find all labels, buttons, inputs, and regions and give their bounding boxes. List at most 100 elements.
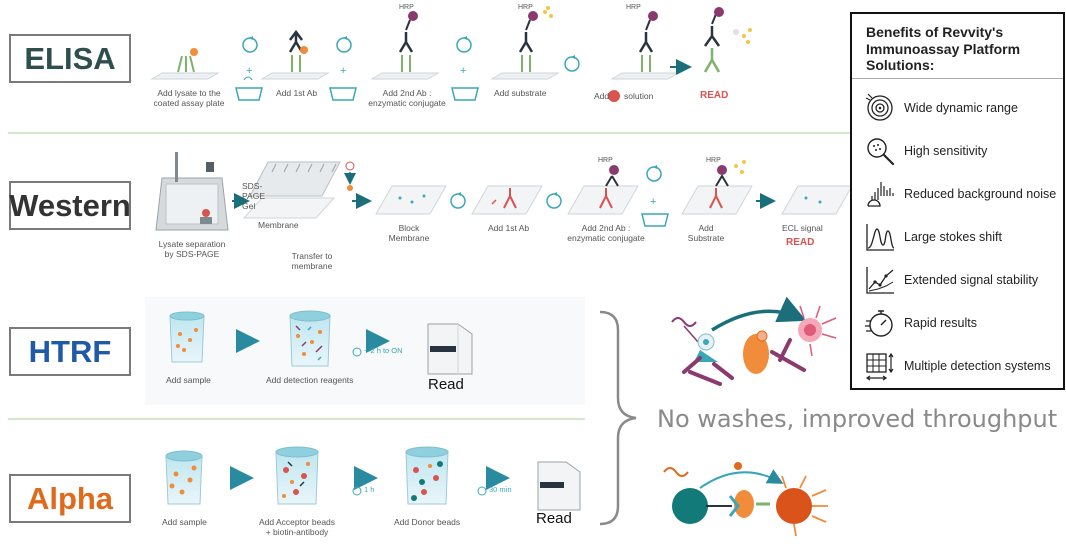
benefit-item: Wide dynamic range — [864, 91, 1064, 125]
hrp-label: HRP — [399, 4, 414, 11]
benefit-label: Reduced background noise — [904, 187, 1057, 201]
western-step-substrate: Add Substrate — [687, 223, 725, 243]
alpha-plate-reader — [537, 461, 581, 511]
western-membrane-ab1 — [471, 185, 543, 215]
benefit-item: Multiple detection systems — [864, 349, 1064, 383]
alpha-well-3 — [405, 446, 449, 505]
elisa-label: ELISA — [9, 34, 131, 83]
western-gel-tank — [155, 152, 229, 231]
hrp-label: HRP — [518, 4, 533, 11]
elisa-wash-cycle-1: + — [235, 36, 263, 101]
benefits-panel: Benefits of Revvity's Immunoassay Platfo… — [850, 12, 1065, 390]
alpha-timer-icon-1 — [352, 486, 362, 496]
benefit-item: High sensitivity — [864, 134, 1064, 168]
western-wash-cycle-1 — [450, 192, 466, 209]
alpha-step-donor: Add Donor beads — [394, 517, 461, 527]
elisa-step-2nd-ab: Add 2nd Ab : enzymatic conjugate — [368, 88, 446, 108]
line-graph-icon — [866, 267, 894, 294]
elisa-step-lysate: Add lysate to the coated assay plate — [153, 88, 225, 108]
htrf-plate-reader — [427, 323, 473, 375]
alpha-incubation-1: 1 h — [364, 485, 375, 494]
htrf-step-sample: Add sample — [166, 375, 211, 385]
elisa-read-antibody — [703, 7, 752, 73]
htrf-timer-icon — [352, 347, 362, 357]
alpha-read: Read — [536, 510, 572, 527]
western-step-gel: SDS-PAGE Gel — [242, 181, 265, 211]
svg-text:+: + — [460, 65, 466, 77]
plate-grid-icon — [865, 352, 894, 381]
hrp-label: HRP — [598, 157, 613, 164]
elisa-plate-2 — [260, 29, 330, 80]
benefit-item: Rapid results — [864, 306, 1064, 340]
benefit-label: High sensitivity — [904, 144, 988, 158]
htrf-label: HTRF — [9, 327, 131, 376]
benefit-item: Extended signal stability — [864, 263, 1064, 297]
alpha-timer-icon-2 — [477, 486, 487, 496]
svg-text:+: + — [246, 65, 252, 77]
benefit-label: Multiple detection systems — [904, 359, 1051, 373]
elisa-wash-cycle-4 — [564, 55, 580, 72]
western-gel-membrane — [242, 161, 356, 219]
western-membrane-ecl — [781, 185, 853, 215]
western-membrane-block — [375, 185, 447, 215]
western-step-1st-ab: Add 1st Ab — [488, 223, 530, 233]
benefit-label: Large stokes shift — [904, 230, 1002, 244]
western-wash-cycle-3: + — [641, 165, 669, 227]
spectrum-peaks-icon — [866, 224, 895, 251]
htrf-step-reagents: Add detection reagents — [266, 375, 354, 385]
elisa-step-stop: Add — [594, 91, 610, 101]
benefit-label: Extended signal stability — [904, 273, 1039, 287]
western-label: Western — [9, 181, 131, 230]
western-step-block: Block Membrane — [388, 223, 430, 243]
alpha-step-acceptor: Add Acceptor beads + biotin-antibody — [258, 517, 336, 537]
svg-text:+: + — [650, 196, 656, 208]
elisa-plate-5 — [610, 11, 680, 80]
benefit-item: Large stokes shift — [864, 220, 1064, 254]
elisa-step-substrate: Add substrate — [494, 88, 547, 98]
western-step-membrane: Membrane — [258, 220, 299, 230]
no-wash-tagline: No washes, improved throughput — [657, 405, 1058, 433]
soundwave-icon — [867, 182, 894, 207]
elisa-step-solution: solution — [624, 91, 654, 101]
htrf-well-1 — [169, 311, 205, 363]
alpha-mechanism-icon — [663, 462, 828, 537]
magnifier-icon — [867, 138, 895, 166]
benefit-label: Rapid results — [904, 316, 977, 330]
stop-solution-icon — [608, 90, 620, 102]
htrf-mechanism-icon — [671, 296, 837, 386]
elisa-plate-1 — [150, 48, 220, 80]
alpha-well-2 — [275, 446, 319, 505]
western-read: READ — [786, 237, 815, 248]
htrf-well-2 — [289, 310, 331, 367]
elisa-plate-3 — [370, 11, 440, 80]
elisa-plate-4 — [490, 6, 560, 80]
no-wash-brace-icon — [599, 310, 637, 526]
western-membrane-ab2 — [567, 165, 639, 215]
western-step-lysate: Lysate separation by SDS-PAGE — [158, 239, 226, 259]
benefits-title: Benefits of Revvity's Immunoassay Platfo… — [866, 24, 1021, 73]
hrp-label: HRP — [626, 4, 641, 11]
stopwatch-icon — [865, 310, 893, 337]
htrf-incubation: ~ 2 h to ON — [364, 346, 403, 355]
elisa-read: READ — [700, 90, 729, 101]
alpha-step-sample: Add sample — [162, 517, 207, 527]
htrf-read: Read — [428, 376, 464, 393]
alpha-label: Alpha — [9, 474, 131, 523]
western-step-ecl: ECL signal — [782, 223, 823, 233]
hrp-label: HRP — [706, 157, 721, 164]
benefits-divider — [852, 78, 1063, 79]
alpha-incubation-2: 30 min — [489, 485, 512, 494]
target-icon — [865, 93, 893, 121]
elisa-wash-cycle-2: + — [329, 36, 357, 101]
western-step-transfer: Transfer to membrane — [291, 251, 333, 271]
western-membrane-substrate — [681, 160, 753, 215]
benefit-label: Wide dynamic range — [904, 101, 1018, 115]
western-wash-cycle-2 — [546, 192, 562, 209]
western-step-2nd-ab: Add 2nd Ab : enzymatic conjugate — [567, 223, 645, 243]
elisa-step-1st-ab: Add 1st Ab — [276, 88, 318, 98]
svg-text:+: + — [340, 65, 346, 77]
htrf-background-panel — [145, 297, 585, 405]
benefit-item: Reduced background noise — [864, 177, 1064, 211]
alpha-well-1 — [165, 450, 203, 505]
